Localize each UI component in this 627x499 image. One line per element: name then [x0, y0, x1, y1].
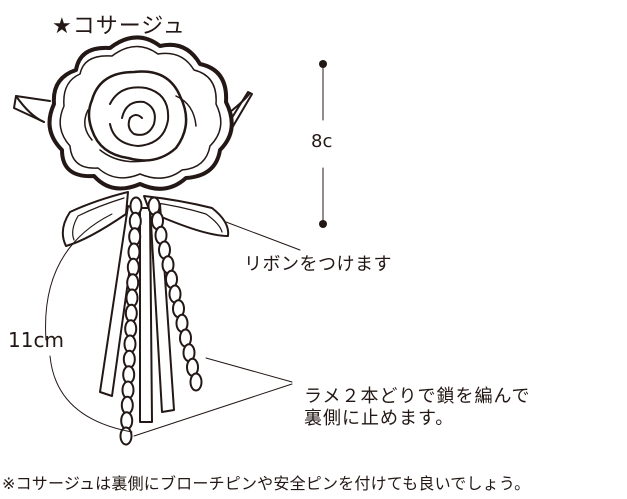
- ribbon-bow: [61, 191, 230, 247]
- length-label: 8c: [311, 131, 333, 152]
- right-chain-link: [189, 372, 203, 392]
- length-indicator: [319, 60, 327, 228]
- footnote: ※コサージュは裏側にブローチピンや安全ピンを付けても良いでしょう。: [2, 474, 531, 493]
- chain-note: ラメ２本どりで鎖を編んで 裏側に止めます。: [304, 386, 604, 430]
- chain-note-line-2: 裏側に止めます。: [304, 408, 455, 429]
- height-label: 11cm: [8, 328, 64, 352]
- height-arc-top: [45, 213, 113, 341]
- chain-note-line-1: ラメ２本どりで鎖を編んで: [304, 386, 531, 407]
- crochet-chains: [119, 196, 203, 446]
- chain-leader-upper: [205, 357, 293, 383]
- chain-leader-lower: [133, 383, 293, 437]
- diagram-title: ★コサージュ: [52, 14, 186, 39]
- height-arc-bottom: [49, 355, 133, 433]
- rose: [47, 35, 234, 191]
- ribbon-leader: [225, 221, 301, 251]
- ribbon-label: リボンをつけます: [244, 254, 392, 275]
- bottom-dot: [319, 220, 327, 228]
- side-tabs: [13, 91, 253, 129]
